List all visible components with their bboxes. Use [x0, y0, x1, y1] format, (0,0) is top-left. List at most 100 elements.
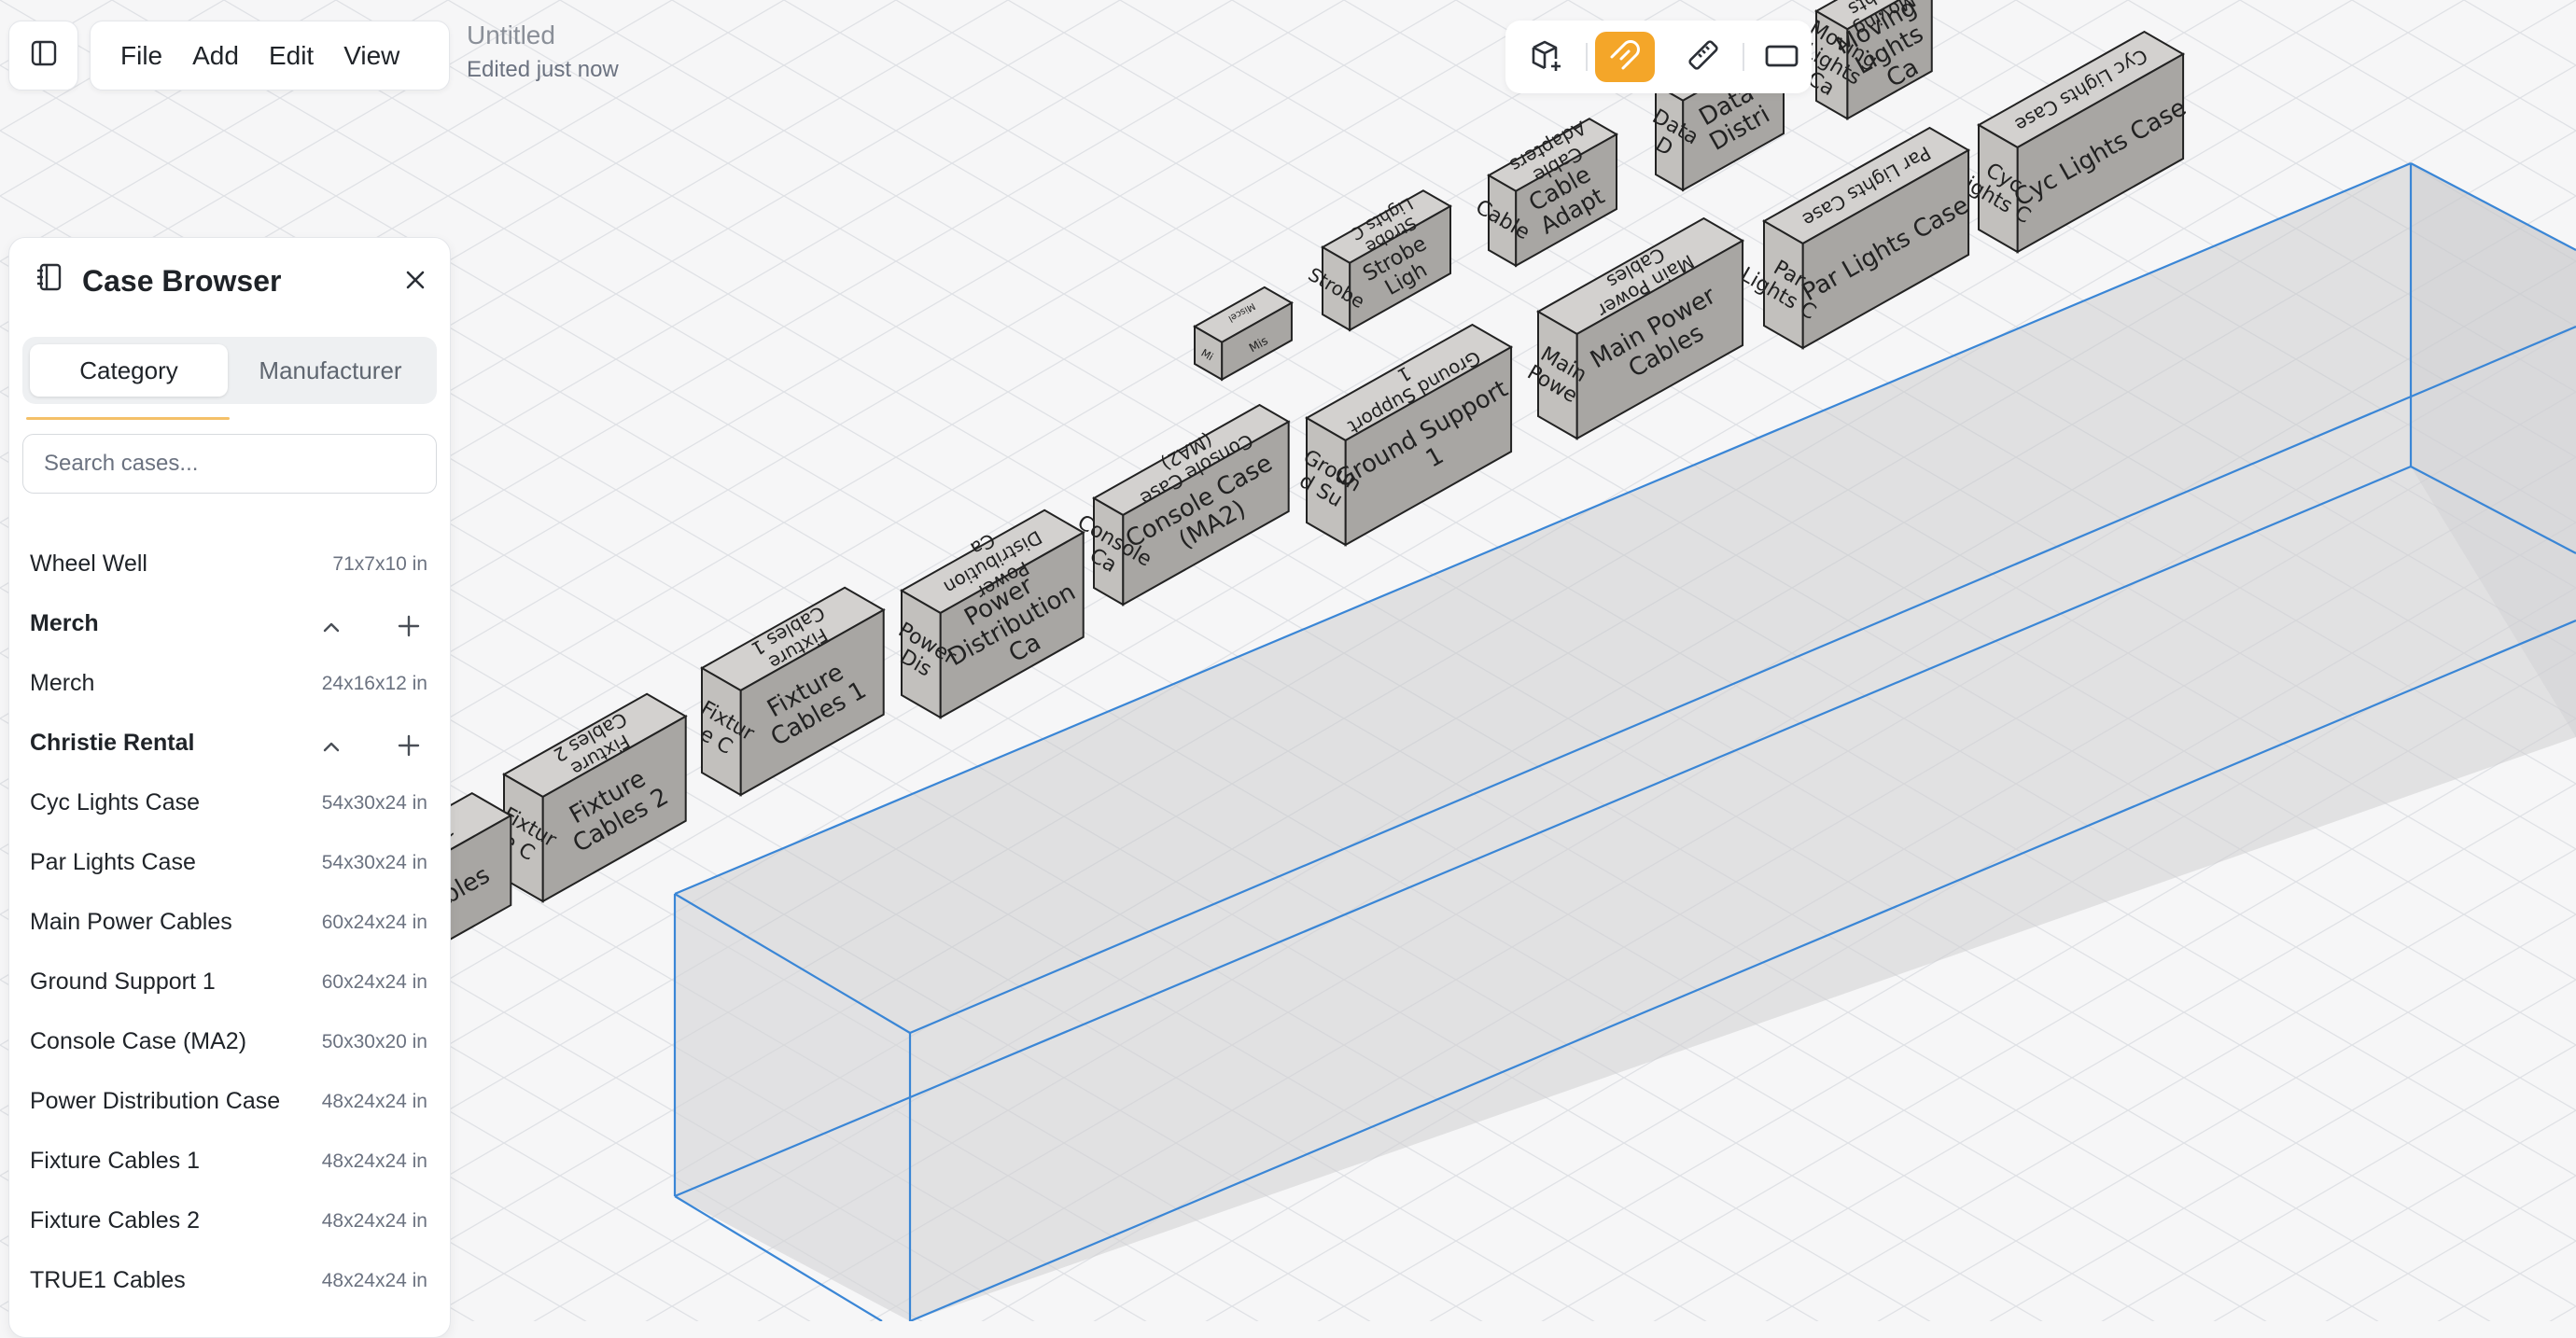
case-name: Power Distribution Case — [30, 1088, 281, 1114]
add-case-icon — [1528, 36, 1565, 78]
sidebar-toggle-button[interactable] — [8, 21, 78, 91]
case-list-item[interactable]: Fixture Cables 1 48x24x24 in — [9, 1134, 450, 1193]
menu-edit[interactable]: Edit — [268, 40, 315, 70]
sidebar-panel-icon — [30, 39, 58, 72]
toolbar-divider — [1586, 43, 1588, 71]
tab-category[interactable]: Category — [30, 344, 228, 397]
truck-edge — [2410, 162, 2576, 251]
case-list-item[interactable]: Merch 24x16x12 in — [9, 656, 450, 716]
menu-view[interactable]: View — [343, 40, 400, 70]
category-group-header[interactable]: Merch — [9, 596, 450, 656]
case-list-item[interactable]: Wheel Well 71x7x10 in — [9, 537, 450, 596]
close-icon[interactable] — [401, 266, 429, 294]
case-dimensions: 48x24x24 in — [321, 1091, 427, 1112]
plus-icon[interactable] — [394, 611, 424, 641]
case-side-face — [503, 773, 544, 903]
menu-bar: File Add Edit View — [90, 21, 450, 91]
tab-manufacturer[interactable]: Manufacturer — [259, 355, 402, 384]
case-dimensions: 54x30x24 in — [321, 792, 427, 814]
document-title[interactable]: Untitled — [467, 21, 555, 49]
case-side-face — [1655, 83, 1685, 192]
case-list-item[interactable]: TRUE1 Cables 48x24x24 in — [9, 1253, 450, 1313]
case-side-face — [1093, 496, 1125, 606]
case-dimensions: 71x7x10 in — [332, 553, 427, 575]
case-side-face — [701, 666, 742, 797]
panel-title: Case Browser — [82, 264, 282, 298]
case-list-item[interactable]: Console Case (MA2) 50x30x20 in — [9, 1014, 450, 1074]
case-name: TRUE1 Cables — [30, 1267, 186, 1293]
ruler-icon — [1685, 36, 1722, 78]
magnet-snap-icon — [1606, 36, 1644, 78]
plus-icon[interactable] — [394, 731, 424, 760]
case-dimensions: 48x24x24 in — [321, 1270, 427, 1291]
save-status: Edited just now — [467, 57, 619, 82]
case-side-face — [1194, 325, 1224, 382]
rectangle-tool[interactable] — [1752, 32, 1812, 82]
case-side-face — [1488, 174, 1518, 268]
case-list-item[interactable]: Main Power Cables 60x24x24 in — [9, 895, 450, 955]
case-side-face — [901, 589, 942, 719]
case-name: Fixture Cables 2 — [30, 1207, 201, 1233]
case-side-face — [1978, 123, 2019, 254]
rectangle-icon — [1763, 36, 1800, 78]
case-side-face — [1306, 416, 1347, 547]
truck-edge — [674, 465, 2412, 1198]
truck-edge — [674, 1195, 883, 1321]
category-name: Christie Rental — [30, 730, 195, 756]
truck-edge — [674, 893, 911, 1034]
case-side-face — [1763, 219, 1804, 350]
case-list-item[interactable]: Cyc Lights Case 54x30x24 in — [9, 775, 450, 835]
truck-container[interactable] — [673, 161, 2576, 1321]
toolbar-divider — [1743, 43, 1744, 71]
case-dimensions: 60x24x24 in — [321, 912, 427, 933]
case-box[interactable]: PowerDistributionCaPowerDisPowerDistribu… — [883, 508, 1094, 719]
truck-edge — [2410, 466, 2576, 554]
panel-header: Case Browser — [9, 238, 450, 313]
case-side-label: Mi — [1199, 347, 1215, 364]
measure-tool[interactable] — [1673, 32, 1733, 82]
case-list-item[interactable]: Ground Support 1 60x24x24 in — [9, 955, 450, 1014]
case-list-item[interactable]: Fixture Cables 2 48x24x24 in — [9, 1193, 450, 1253]
search-input[interactable] — [22, 434, 437, 494]
chevron-up-icon[interactable] — [317, 732, 345, 760]
chevron-up-icon[interactable] — [317, 613, 345, 641]
case-name: Main Power Cables — [30, 909, 232, 935]
case-side-face — [1322, 245, 1351, 332]
case-name: Merch — [30, 670, 95, 696]
case-name: Console Case (MA2) — [30, 1028, 247, 1054]
case-name: Par Lights Case — [30, 849, 196, 875]
case-dimensions: 50x30x20 in — [321, 1031, 427, 1052]
notebook-icon — [35, 262, 63, 297]
active-tab-indicator — [26, 417, 230, 420]
case-dimensions: 48x24x24 in — [321, 1210, 427, 1232]
case-name: Cyc Lights Case — [30, 789, 201, 815]
case-list-item[interactable]: Power Distribution Case 48x24x24 in — [9, 1074, 450, 1134]
category-group-header[interactable]: Christie Rental — [9, 716, 450, 775]
truck-edge — [909, 325, 2576, 1035]
case-browser-panel: Case Browser Category Manufacturer Wheel… — [8, 237, 451, 1338]
case-side-face — [1815, 9, 1849, 120]
case-name: Ground Support 1 — [30, 969, 216, 995]
add-case-tool[interactable] — [1517, 32, 1576, 82]
case-dimensions: 24x16x12 in — [321, 673, 427, 694]
menu-file[interactable]: File — [120, 40, 163, 70]
case-name: Fixture Cables 1 — [30, 1148, 201, 1174]
case-dimensions: 48x24x24 in — [321, 1150, 427, 1172]
case-dimensions: 54x30x24 in — [321, 852, 427, 873]
truck-edge — [674, 161, 2412, 896]
case-name: Wheel Well — [30, 551, 147, 577]
category-name: Merch — [30, 610, 99, 636]
menu-add[interactable]: Add — [192, 40, 239, 70]
case-list-item[interactable]: Par Lights Case 54x30x24 in — [9, 835, 450, 895]
case-dimensions: 60x24x24 in — [321, 971, 427, 993]
browse-mode-toggle: Category Manufacturer — [22, 337, 437, 404]
truck-edge — [909, 619, 2576, 1321]
snap-tool[interactable] — [1595, 32, 1655, 82]
